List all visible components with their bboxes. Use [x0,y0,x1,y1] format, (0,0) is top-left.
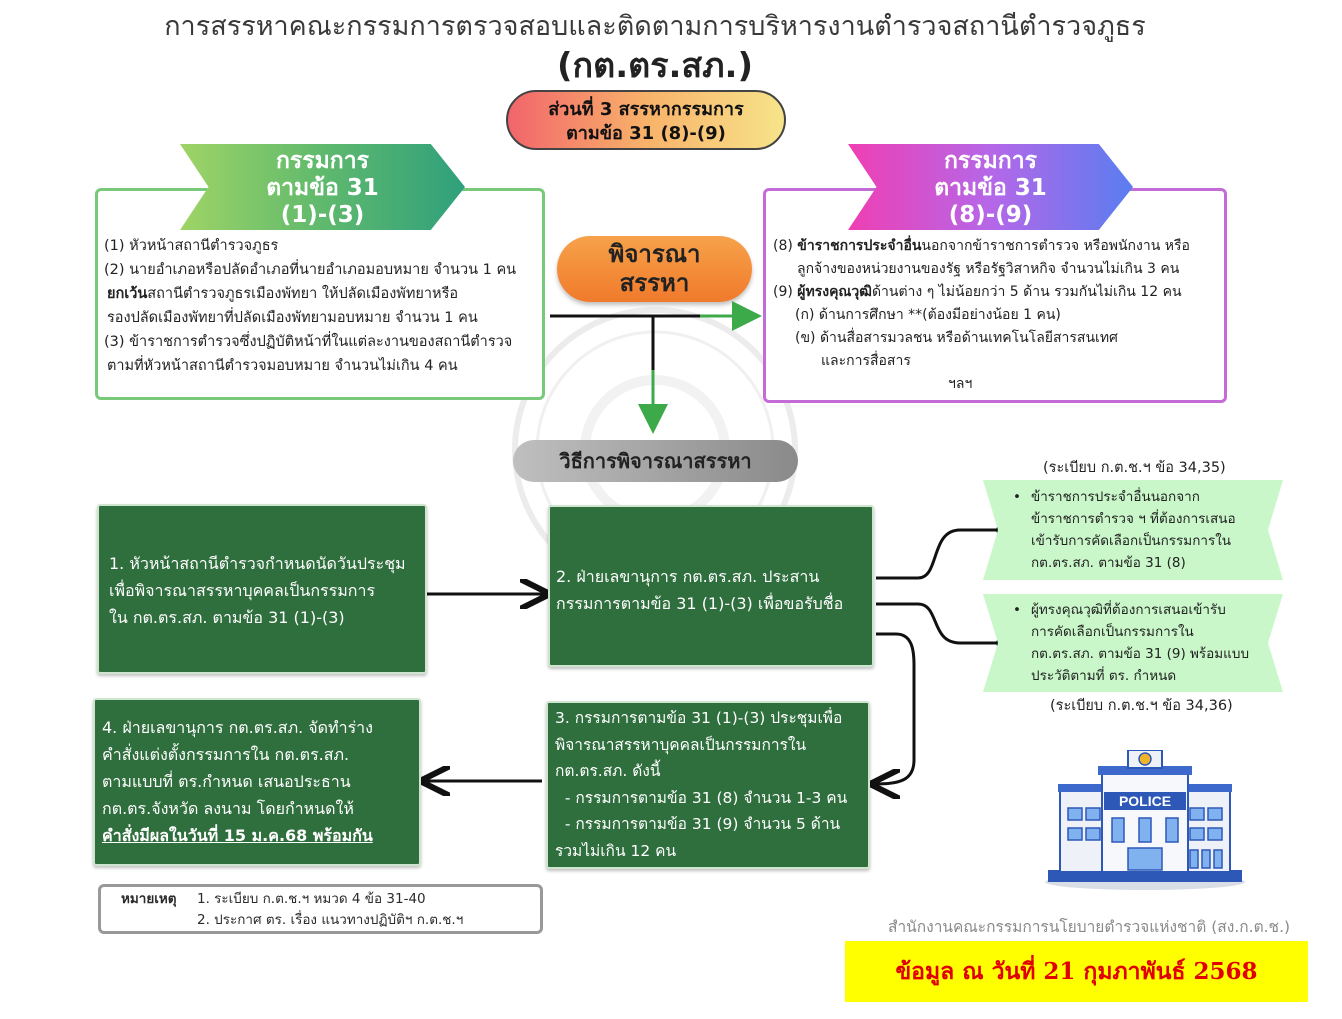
step4-line4: กต.ตร.จังหวัด ลงนาม โดยกำหนดให้ [102,799,354,818]
step2-box: 2. ฝ่ายเลขานุการ กต.ตร.สภ. ประสาน กรรมกา… [548,505,874,667]
step3-line3: กต.ตร.สภ. ดังนี้ [555,762,661,780]
note-line2: 2. ประกาศ ตร. เรื่อง แนวทางปฏิบัติฯ ก.ต.… [197,912,464,928]
callout-ref-bottom: (ระเบียบ ก.ต.ช.ฯ ข้อ 34,36) [1050,698,1233,714]
callout1-row: • ข้าราชการประจำอื่นนอกจาก ข้าราชการตำรว… [1013,486,1283,574]
callout1-line2: ข้าราชการตำรวจ ฯ ที่ต้องการเสนอ [1031,511,1236,527]
callout-ref-top: (ระเบียบ ก.ต.ช.ฯ ข้อ 34,35) [1043,460,1226,476]
callout2-line4: ประวัติตามที่ ตร. กำหนด [1031,668,1177,684]
callout1-line3: เข้ารับการคัดเลือกเป็นกรรมการใน [1031,533,1232,549]
callout2-line2: การคัดเลือกเป็นกรรมการใน [1031,624,1194,640]
step3-line2: พิจารณาสรรหาบุคคลเป็นกรรมการใน [555,735,807,754]
callout1-line1: ข้าราชการประจำอื่นนอกจาก [1031,489,1200,505]
consider-line1: พิจารณา [608,240,701,268]
callout2-row: • ผู้ทรงคุณวุฒิที่ต้องการเสนอเข้ารับ การ… [1013,599,1283,687]
page-title-line1: การสรรหาคณะกรรมการตรวจสอบและติดตามการบริ… [164,11,1146,42]
step2-line1: 2. ฝ่ายเลขานุการ กต.ตร.สภ. ประสาน [556,567,820,586]
consider-recruit-oval: พิจารณา สรรหา [557,236,752,302]
page-title-line2: (กต.ตร.สภ.) [557,46,753,86]
step4-line2: คำสั่งแต่งตั้งกรรมการใน กต.ตร.สภ. [102,745,350,764]
callout1-text: ข้าราชการประจำอื่นนอกจาก ข้าราชการตำรวจ … [1031,486,1236,574]
right-item-6: และการสื่อสาร [821,353,911,369]
arrow-step2-to-callout1 [876,528,998,580]
bullet-icon: • [1013,602,1021,618]
callout1-line4: กต.ตร.สภ. ตามข้อ 31 (8) [1031,555,1186,571]
step2-line2: กรรมการตามข้อ 31 (1)-(3) เพื่อขอรับชื่อ [556,594,844,613]
right-item-1: (8) ข้าราชการประจำอื่นนอกจากข้าราชการตำร… [773,238,1190,254]
step1-line1: 1. หัวหน้าสถานีตำรวจกำหนดนัดวันประชุม [109,554,406,573]
callout-experts: • ผู้ทรงคุณวุฒิที่ต้องการเสนอเข้ารับ การ… [983,594,1283,692]
callout2-line3: กต.ตร.สภ. ตามข้อ 31 (9) พร้อมแบบ [1031,646,1250,662]
right-banner-line2: ตามข้อ 31 [934,175,1047,201]
left-panel-list: (1) หัวหน้าสถานีตำรวจภูธร (2) นายอำเภอหร… [104,234,516,378]
left-banner-line2: ตามข้อ 31 [266,175,379,201]
arrow-step2-to-step3 [876,632,916,784]
right-panel-list: (8) ข้าราชการประจำอื่นนอกจากข้าราชการตำร… [773,235,1190,396]
step3-line4: - กรรมการตามข้อ 31 (8) จำนวน 1-3 คน [555,788,848,807]
part3-badge: ส่วนที่ 3 สรรหากรรมการ ตามข้อ 31 (8)-(9) [506,90,786,150]
step1-box: 1. หัวหน้าสถานีตำรวจกำหนดนัดวันประชุม เพ… [97,504,427,674]
step4-line3: ตามแบบที่ ตร.กำหนด เสนอประธาน [102,772,351,791]
right-item-5: (ข) ด้านสื่อสารมวลชน หรือด้านเทคโนโลยีสา… [795,330,1118,346]
bullet-icon: • [1013,489,1021,505]
left-panel-banner: กรรมการ ตามข้อ 31 (1)-(3) [180,144,465,230]
callout2-text: ผู้ทรงคุณวุฒิที่ต้องการเสนอเข้ารับ การคั… [1031,599,1249,687]
step4-line1: 4. ฝ่ายเลขานุการ กต.ตร.สภ. จัดทำร่าง [102,718,373,737]
left-item-5: (3) ข้าราชการตำรวจซึ่งปฏิบัติหน้าที่ในแต… [104,334,513,350]
step1-line2: เพื่อพิจารณาสรรหาบุคคลเป็นกรรมการ [109,581,376,600]
step1-line3: ใน กต.ตร.สภ. ตามข้อ 31 (1)-(3) [109,608,345,627]
step4-emphasis: คำสั่งมีผลในวันที่ 15 ม.ค.68 พร้อมกัน [102,826,373,845]
step4-box: 4. ฝ่ายเลขานุการ กต.ตร.สภ. จัดทำร่าง คำส… [93,698,421,866]
step3-line5: - กรรมการตามข้อ 31 (9) จำนวน 5 ด้าน [555,815,841,833]
left-banner-line1: กรรมการ [276,148,369,174]
right-panel-banner: กรรมการ ตามข้อ 31 (8)-(9) [848,144,1133,230]
part3-line1: ส่วนที่ 3 สรรหากรรมการ [548,99,744,120]
note-line1: 1. ระเบียบ ก.ต.ช.ฯ หมวด 4 ข้อ 31-40 [197,891,426,907]
right-item-4: (ก) ด้านการศึกษา **(ต้องมีอย่างน้อย 1 คน… [795,307,1061,323]
left-item-6: ตามที่หัวหน้าสถานีตำรวจมอบหมาย จำนวนไม่เ… [107,358,458,374]
left-item-2: (2) นายอำเภอหรือปลัดอำเภอที่นายอำเภอมอบห… [104,262,517,278]
footer-organization: สำนักงานคณะกรรมการนโยบายตำรวจแห่งชาติ (ส… [888,918,1291,936]
part3-line2: ตามข้อ 31 (8)-(9) [566,123,726,144]
step3-box: 3. กรรมการตามข้อ 31 (1)-(3) ประชุมเพื่อ … [546,701,870,869]
left-item-3: ยกเว้นสถานีตำรวจภูธรเมืองพัทยา ให้ปลัดเม… [107,286,459,302]
method-pill: วิธีการพิจารณาสรรหา [513,440,798,482]
right-item-3: (9) ผู้ทรงคุณวุฒิด้านต่าง ๆ ไม่น้อยกว่า … [773,284,1182,300]
consider-line2: สรรหา [619,269,690,297]
right-banner-line3: (8)-(9) [948,202,1033,228]
step3-line1: 3. กรรมการตามข้อ 31 (1)-(3) ประชุมเพื่อ [555,709,843,727]
step3-line6: รวมไม่เกิน 12 คน [555,841,677,860]
left-item-4: รองปลัดเมืองพัทยาที่ปลัดเมืองพัทยามอบหมา… [107,310,478,326]
date-banner: ข้อมูล ณ วันที่ 21 กุมภาพันธ์ 2568 [845,941,1308,1002]
arrow-step2-to-callout2 [876,602,998,645]
right-item-2: ลูกจ้างของหน่วยงานของรัฐ หรือรัฐวิสาหกิจ… [797,261,1180,277]
police-sign-text: POLICE [1119,793,1171,809]
left-item-1: (1) หัวหน้าสถานีตำรวจภูธร [104,238,279,254]
right-banner-line1: กรรมการ [944,148,1037,174]
callout2-line1: ผู้ทรงคุณวุฒิที่ต้องการเสนอเข้ารับ [1031,602,1226,618]
right-item-7: ฯลฯ [948,376,973,392]
police-station-icon: POLICE [1045,750,1245,890]
callout-other-officials: • ข้าราชการประจำอื่นนอกจาก ข้าราชการตำรว… [983,480,1283,580]
note-box: หมายเหตุ 1. ระเบียบ ก.ต.ช.ฯ หมวด 4 ข้อ 3… [98,884,543,934]
left-banner-line3: (1)-(3) [280,202,365,228]
note-label: หมายเหตุ [121,891,177,907]
